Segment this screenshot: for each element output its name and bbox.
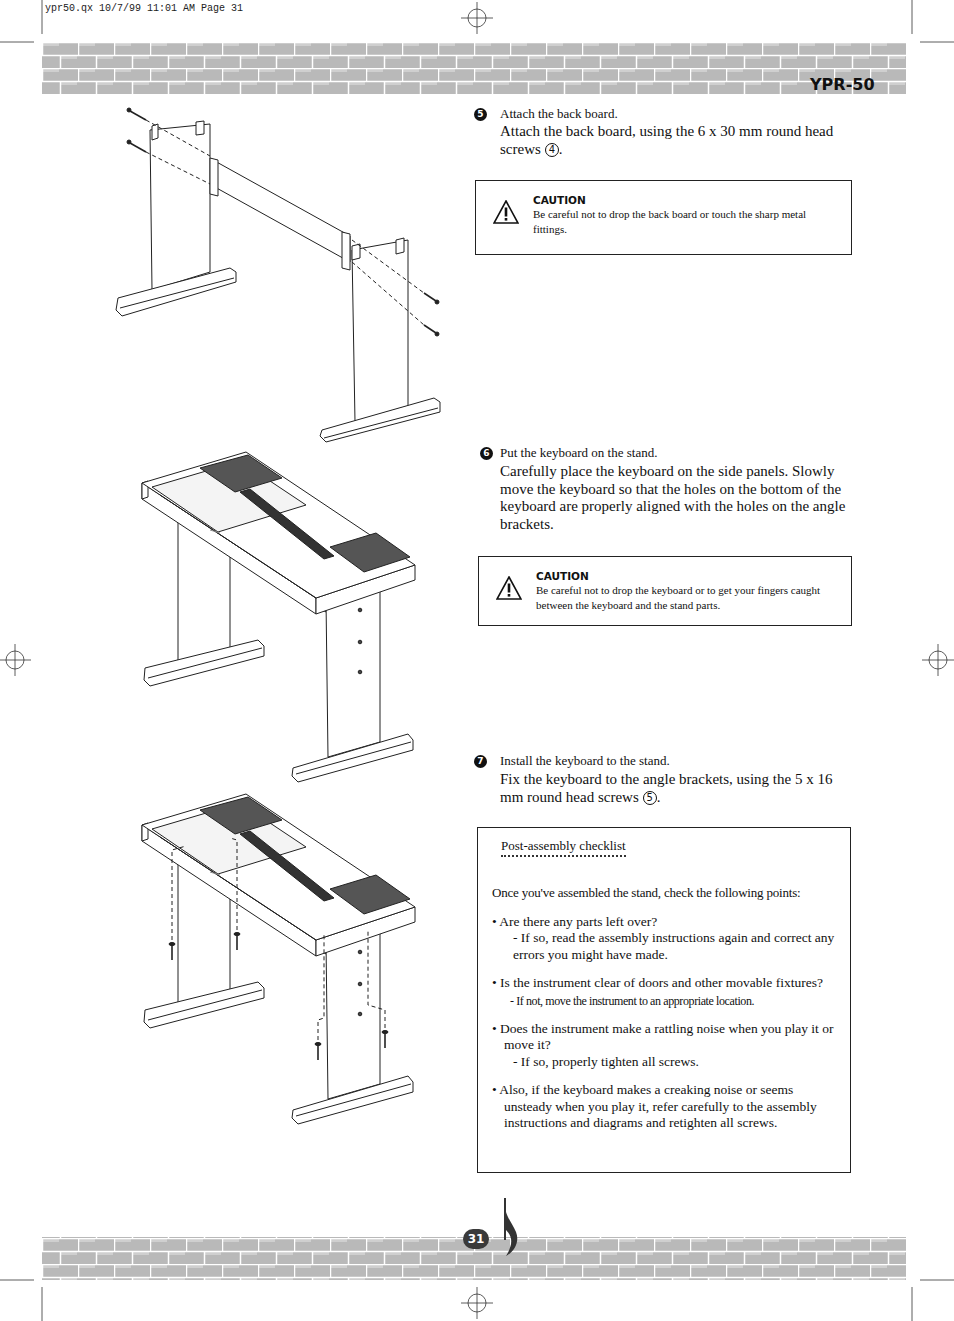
step-heading: Put the keyboard on the stand.: [500, 445, 657, 461]
keyboard-stand-illustration: [142, 452, 415, 782]
step-heading: Attach the back board.: [500, 106, 618, 122]
punctuation: .: [559, 141, 563, 157]
checklist-title: Post-assembly checklist: [501, 838, 626, 857]
step-heading: Install the keyboard to the stand.: [500, 753, 670, 769]
caution-heading: CAUTION: [536, 569, 839, 583]
file-header: ypr50.qx 10/7/99 11:01 AM Page 31: [45, 3, 243, 14]
checklist-item: • Are there any parts left over?: [492, 914, 836, 931]
step-paragraph: Attach the back board, using the 6 x 30 …: [500, 123, 850, 158]
caution-text: Be careful not to drop the keyboard or t…: [536, 583, 839, 613]
step-paragraph: Fix the keyboard to the angle brackets, …: [500, 771, 850, 806]
punctuation: .: [657, 789, 661, 805]
warning-icon: [493, 200, 519, 224]
caution-box: CAUTIONBe careful not to drop the keyboa…: [478, 556, 852, 626]
screw-guides: [127, 108, 439, 336]
checklist-item: • Does the instrument make a rattling no…: [492, 1021, 836, 1054]
keyboard-stand-illustration: [142, 794, 415, 1124]
warning-icon: [496, 576, 522, 600]
checklist-item: • Also, if the keyboard makes a creaking…: [492, 1082, 836, 1132]
step-number: 6: [480, 447, 493, 460]
brick-band: [42, 43, 906, 95]
step-text: Carefully place the keyboard on the side…: [500, 463, 850, 533]
checklist-item: - If not, move the instrument to an appr…: [492, 993, 836, 1009]
screw-guides: [169, 838, 388, 1060]
callout-number: 4: [545, 143, 559, 157]
checklist-item: Once you've assembled the stand, check t…: [492, 885, 836, 902]
caution-heading: CAUTION: [533, 193, 839, 207]
stand-illustration: [116, 121, 440, 442]
callout-number: 5: [643, 791, 657, 805]
step-number: 5: [474, 108, 487, 121]
step-number: 7: [474, 755, 487, 768]
caution-box: CAUTIONBe careful not to drop the back b…: [475, 180, 852, 255]
checklist-box: Post-assembly checklistOnce you've assem…: [477, 827, 851, 1173]
checklist-item: • Is the instrument clear of doors and o…: [492, 975, 836, 992]
note-ornament: [505, 1198, 518, 1256]
caution-text: Be careful not to drop the back board or…: [533, 207, 839, 237]
model-name: YPR-50: [810, 75, 875, 94]
checklist-item: - If so, read the assembly instructions …: [492, 930, 836, 963]
step-text: Fix the keyboard to the angle brackets, …: [500, 771, 832, 805]
page-number: 31: [463, 1229, 489, 1249]
checklist-item: - If so, properly tighten all screws.: [492, 1054, 836, 1071]
